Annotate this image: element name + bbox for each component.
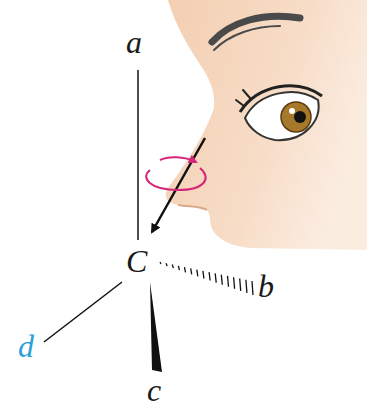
hashed-wedge-b: [160, 262, 253, 295]
substituent-label: a: [126, 26, 142, 58]
hash-stroke: [246, 280, 247, 293]
hash-stroke: [172, 265, 173, 269]
hash-stroke: [234, 277, 235, 289]
hash-stroke: [160, 262, 161, 264]
hash-stroke: [185, 267, 186, 272]
wedge-c: [150, 282, 162, 372]
hash-stroke: [203, 271, 204, 279]
nose-shadow: [178, 205, 207, 210]
rotation-arrow: [146, 168, 205, 190]
hash-stroke: [209, 272, 210, 280]
hash-stroke: [221, 275, 222, 285]
hash-stroke: [252, 281, 253, 295]
rotation-arrow-top: [160, 157, 196, 162]
hash-stroke: [197, 270, 198, 277]
carbon-label: C: [126, 245, 147, 277]
face-profile: [166, 0, 367, 250]
view-arrow: [152, 138, 205, 232]
hash-stroke: [228, 276, 229, 287]
hash-stroke: [215, 273, 216, 282]
hash-stroke: [240, 279, 241, 291]
substituent-label: d: [18, 330, 34, 362]
substituent-label: b: [258, 270, 274, 302]
hash-stroke: [191, 268, 192, 274]
bond-d: [44, 282, 122, 342]
hash-stroke: [166, 263, 167, 266]
eyebrow: [212, 16, 300, 50]
hash-stroke: [178, 266, 179, 270]
substituent-label: c: [147, 374, 161, 406]
bond-a: [137, 70, 139, 240]
eye: [236, 86, 322, 140]
